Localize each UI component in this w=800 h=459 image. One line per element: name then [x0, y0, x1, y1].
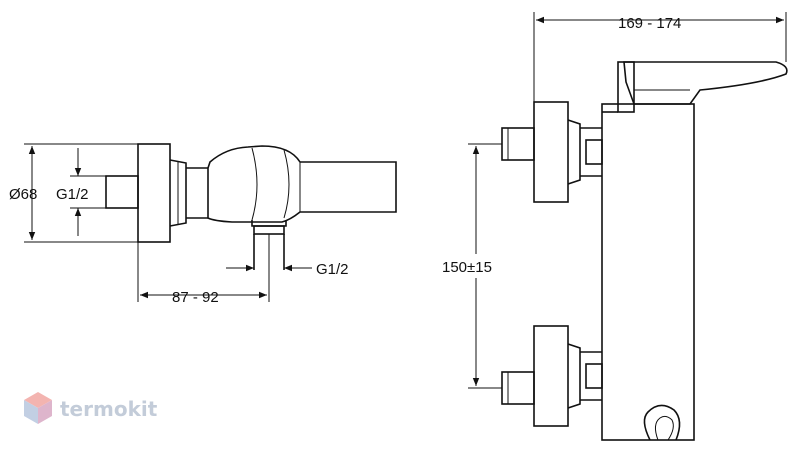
front-body	[601, 103, 695, 441]
watermark: termokit	[24, 392, 158, 424]
side-flange	[137, 143, 171, 243]
front-lever	[623, 61, 788, 105]
dim-thread-inlet: G1/2	[56, 186, 89, 203]
front-hose-hook	[643, 404, 681, 441]
side-dimensions: Ø68 G1/2 G1/2 87 - 92	[9, 143, 349, 306]
dim-diameter: Ø68	[9, 186, 37, 203]
dim-depth: 87 - 92	[172, 289, 219, 306]
dim-thread-outlet: G1/2	[316, 261, 349, 278]
side-neck	[186, 167, 208, 219]
dim-centers: 150±15	[442, 259, 492, 276]
watermark-text: termokit	[60, 397, 158, 421]
dim-length: 169 - 174	[618, 15, 681, 32]
front-view	[501, 61, 788, 441]
side-body	[207, 145, 397, 223]
side-outlet	[251, 220, 287, 227]
side-inlet-thread	[105, 175, 139, 209]
front-lower-connection	[501, 325, 603, 427]
termokit-logo-icon	[24, 392, 52, 424]
front-upper-connection	[501, 101, 603, 203]
side-view	[105, 143, 397, 270]
front-dimensions: 169 - 174 150±15	[442, 12, 787, 389]
